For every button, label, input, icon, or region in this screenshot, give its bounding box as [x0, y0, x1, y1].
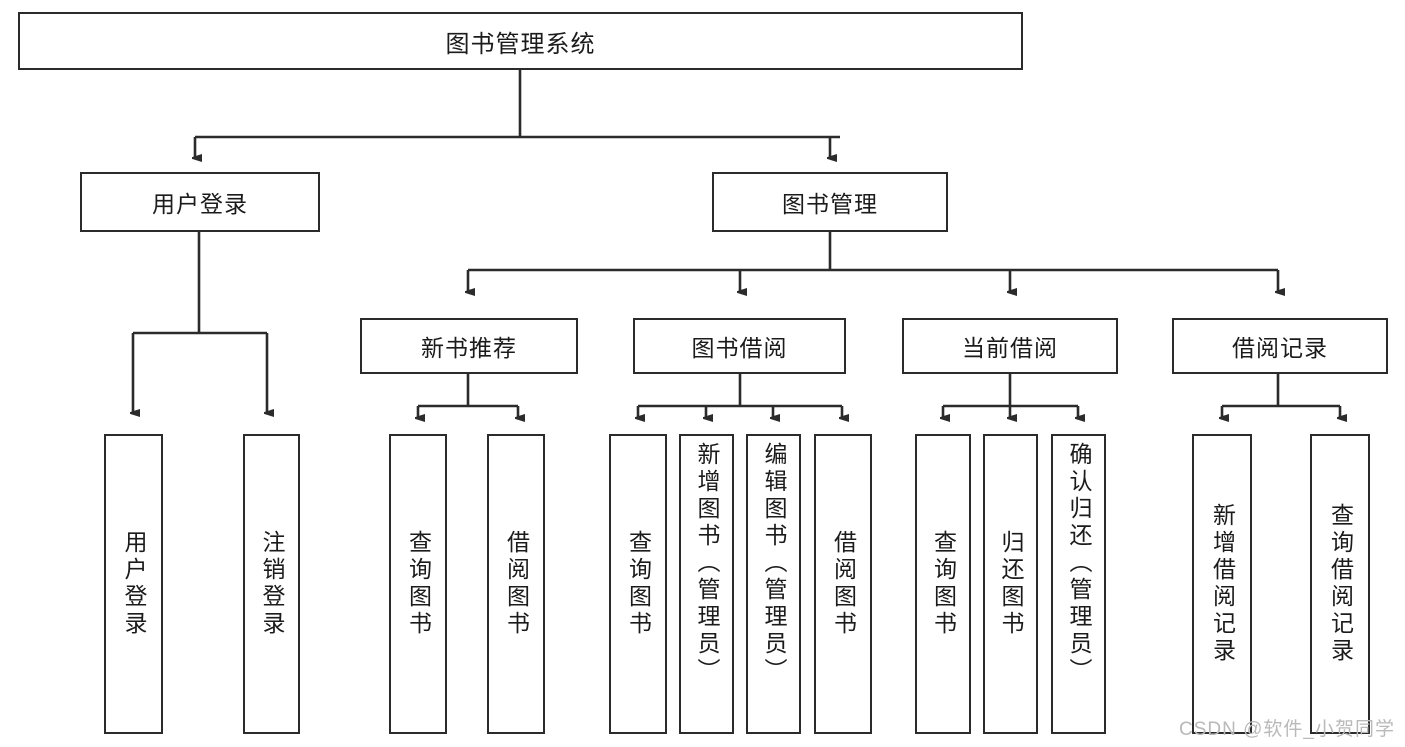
leaf-user-login[interactable]: 用户登录: [104, 434, 163, 734]
node-root-system-label: 图书管理系统: [445, 30, 596, 58]
leaf-borrow-borrow-book[interactable]: 借阅图书: [814, 434, 872, 734]
leaf-current-query-book-label: 查询图书: [930, 530, 957, 638]
node-new-book-recommend[interactable]: 新书推荐: [360, 318, 578, 374]
leaf-record-add-label: 新增借阅记录: [1209, 503, 1236, 665]
node-current-borrow[interactable]: 当前借阅: [902, 318, 1118, 374]
node-book-management[interactable]: 图书管理: [712, 172, 948, 232]
leaf-recommend-borrow-book[interactable]: 借阅图书: [487, 434, 545, 734]
node-user-login-label: 用户登录: [152, 191, 248, 217]
leaf-record-query-label: 查询借阅记录: [1327, 503, 1354, 665]
leaf-recommend-borrow-book-label: 借阅图书: [503, 530, 530, 638]
leaf-borrow-query-book-label: 查询图书: [625, 530, 652, 638]
leaf-logout-label: 注销登录: [259, 530, 285, 638]
leaf-recommend-query-book[interactable]: 查询图书: [389, 434, 447, 734]
leaf-current-confirm-return-label: 确认归还（管理员）: [1066, 442, 1092, 685]
leaf-record-add[interactable]: 新增借阅记录: [1192, 434, 1252, 734]
watermark: CSDN @软件_小贺同学: [1179, 719, 1395, 740]
node-root-system[interactable]: 图书管理系统: [18, 12, 1023, 70]
leaf-user-login-label: 用户登录: [121, 530, 147, 638]
node-new-book-recommend-label: 新书推荐: [421, 335, 517, 361]
leaf-borrow-add-book-label: 新增图书（管理员）: [694, 442, 720, 685]
leaf-current-query-book[interactable]: 查询图书: [915, 434, 971, 734]
leaf-current-return-book[interactable]: 归还图书: [983, 434, 1038, 734]
leaf-borrow-query-book[interactable]: 查询图书: [609, 434, 667, 734]
node-borrow-record-label: 借阅记录: [1232, 335, 1328, 361]
leaf-current-return-book-label: 归还图书: [998, 530, 1024, 638]
node-book-management-label: 图书管理: [782, 191, 878, 217]
leaf-record-query[interactable]: 查询借阅记录: [1310, 434, 1370, 734]
leaf-recommend-query-book-label: 查询图书: [405, 530, 432, 638]
leaf-current-confirm-return[interactable]: 确认归还（管理员）: [1051, 434, 1106, 734]
leaf-logout[interactable]: 注销登录: [243, 434, 300, 734]
node-current-borrow-label: 当前借阅: [962, 335, 1058, 361]
leaf-borrow-edit-book[interactable]: 编辑图书（管理员）: [746, 434, 801, 734]
leaf-borrow-edit-book-label: 编辑图书（管理员）: [761, 442, 787, 685]
leaf-borrow-borrow-book-label: 借阅图书: [830, 530, 857, 638]
node-book-borrow[interactable]: 图书借阅: [633, 318, 846, 374]
node-borrow-record[interactable]: 借阅记录: [1172, 318, 1388, 374]
node-book-borrow-label: 图书借阅: [691, 335, 788, 361]
leaf-borrow-add-book[interactable]: 新增图书（管理员）: [679, 434, 734, 734]
node-user-login[interactable]: 用户登录: [80, 172, 320, 232]
